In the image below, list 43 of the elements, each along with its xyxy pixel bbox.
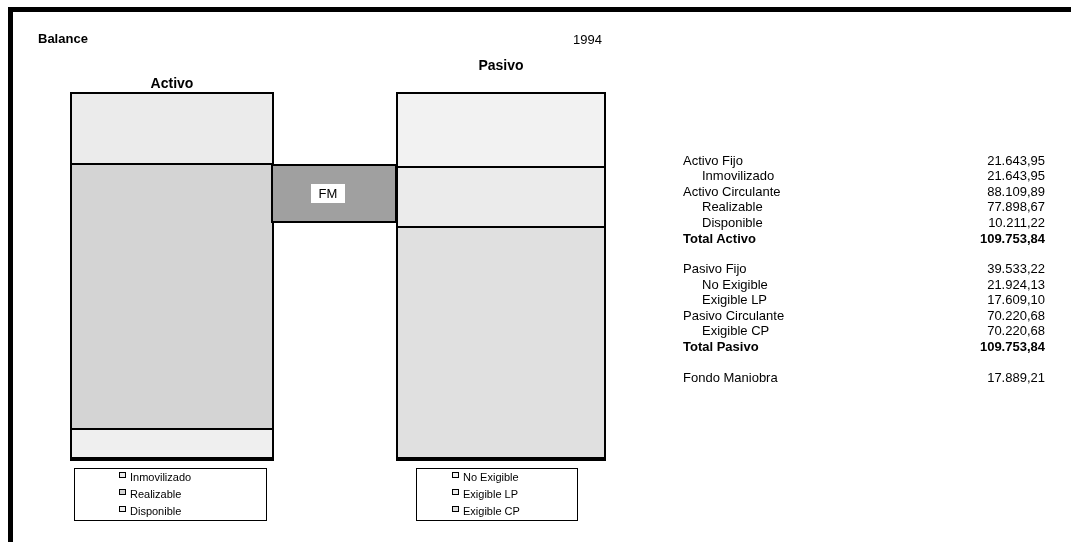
bar-segment (72, 430, 272, 459)
legend-label: Exigible LP (463, 488, 519, 500)
table-label: Pasivo Fijo (683, 261, 747, 276)
legend-label: Realizable (130, 488, 182, 500)
bar-segment (398, 168, 604, 228)
legend-label: Disponible (130, 505, 182, 517)
legend-label: Exigible CP (463, 505, 520, 517)
table-value: 88.109,89 (987, 184, 1045, 199)
bar-segment (398, 94, 604, 168)
bar-segment (72, 94, 272, 165)
legend-label: Inmovilizado (130, 471, 192, 483)
table-value: 21.924,13 (987, 277, 1045, 292)
bar-segment (72, 165, 272, 430)
table-label: Activo Fijo (683, 153, 743, 168)
table-value: 70.220,68 (987, 323, 1045, 338)
table-label: Fondo Maniobra (683, 370, 778, 385)
table-value: 21.643,95 (987, 168, 1045, 183)
table-value: 17.889,21 (987, 370, 1045, 385)
working-capital-box: FM (271, 164, 397, 223)
column-heading: Activo (149, 75, 195, 91)
table-label: No Exigible (702, 277, 768, 292)
table-label: Inmovilizado (702, 168, 775, 183)
table-value: 39.533,22 (987, 261, 1045, 276)
table-value: 17.609,10 (987, 292, 1045, 307)
legend-label: No Exigible (463, 471, 519, 483)
table-value: 77.898,67 (987, 199, 1045, 214)
table-label: Total Activo (683, 231, 756, 246)
table-label: Pasivo Circulante (683, 308, 785, 323)
year-label: 1994 (573, 32, 602, 47)
table-value: 70.220,68 (987, 308, 1045, 323)
table-label: Activo Circulante (683, 184, 781, 199)
table-value: 21.643,95 (987, 153, 1045, 168)
table-value: 109.753,84 (979, 231, 1045, 246)
column-heading: Pasivo (477, 57, 525, 73)
table-label: Total Pasivo (683, 339, 759, 354)
table-label: Realizable (702, 199, 763, 214)
table-label: Disponible (702, 215, 763, 230)
table-label: Exigible LP (702, 292, 768, 307)
chart-title: Balance (38, 31, 88, 46)
table-value: 109.753,84 (979, 339, 1045, 354)
table-value: 10.211,22 (988, 215, 1045, 230)
table-label: Exigible CP (702, 323, 770, 338)
bar-segment (398, 228, 604, 459)
